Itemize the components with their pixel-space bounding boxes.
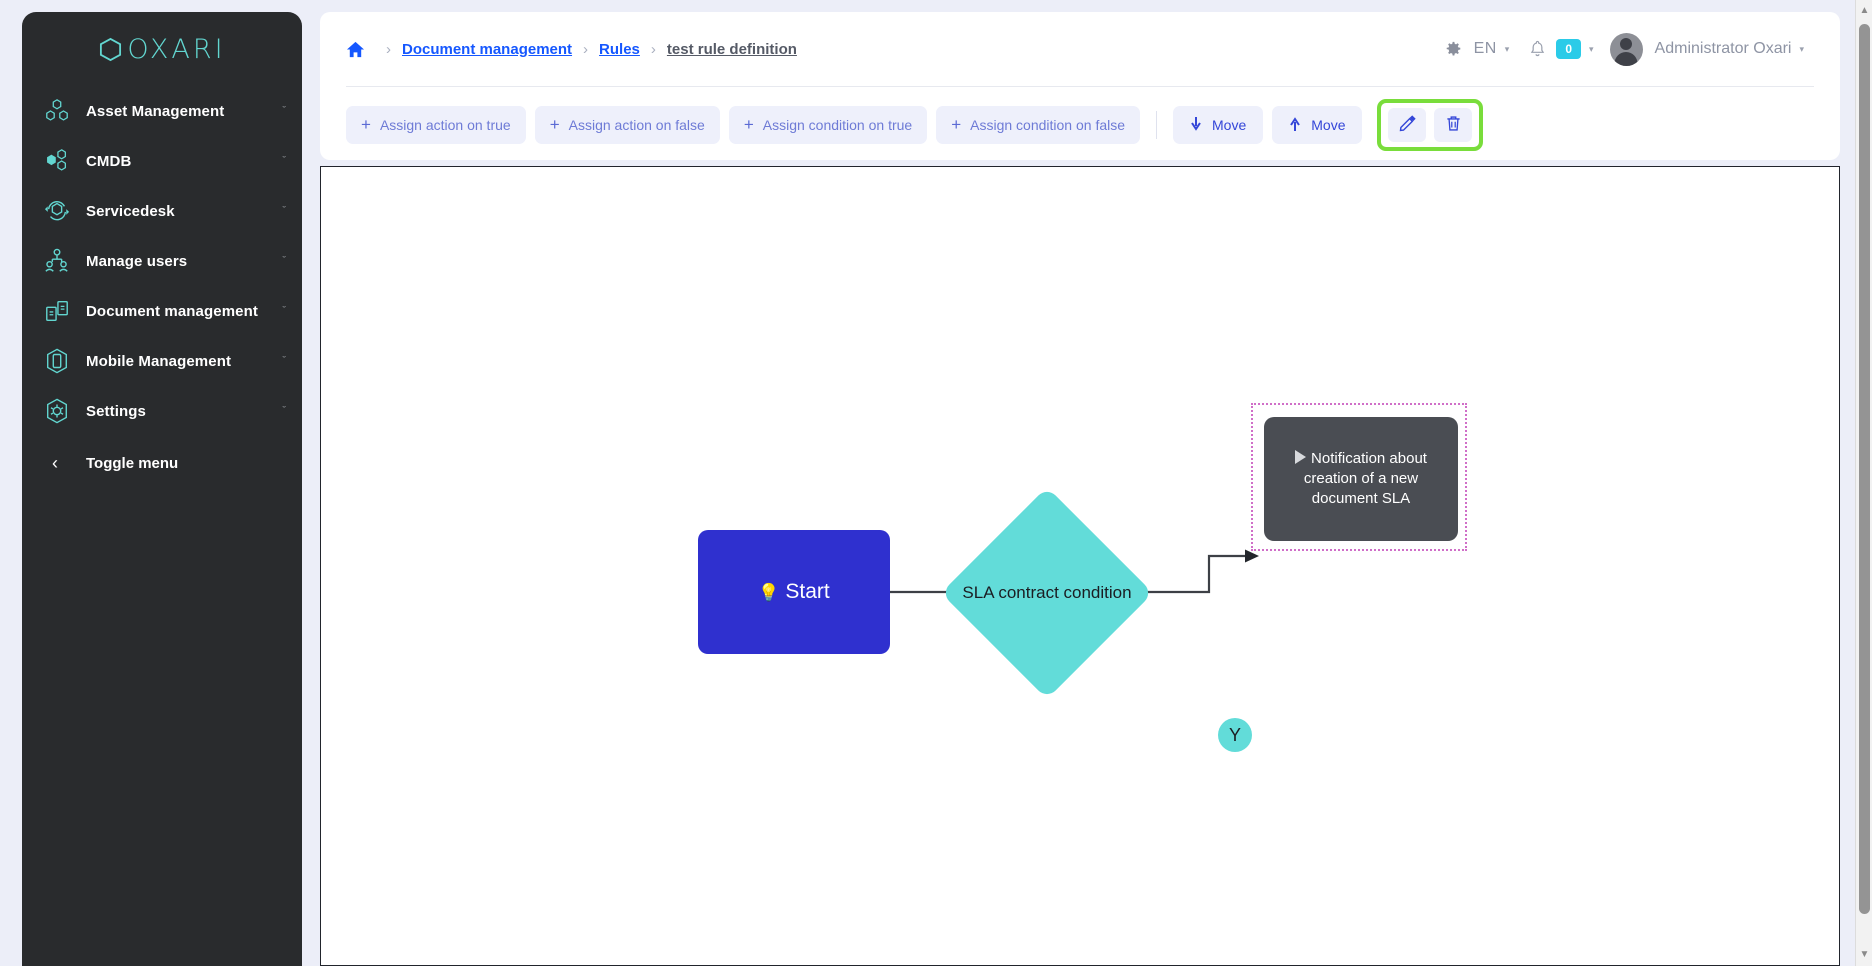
chevron-down-icon[interactable]: ▾: [1799, 43, 1804, 54]
assign-action-on-false-button[interactable]: + Assign action on false: [534, 106, 720, 144]
chevron-down-icon: ˇ: [282, 254, 286, 267]
gear-icon[interactable]: [1445, 41, 1462, 58]
lightbulb-icon: 💡: [758, 582, 780, 602]
chevron-down-icon: ˇ: [282, 304, 286, 317]
chevron-down-icon: ˇ: [282, 204, 286, 217]
sidebar-item-label: Asset Management: [86, 102, 225, 120]
breadcrumb-separator: ›: [583, 40, 589, 58]
diagram-node-action-selection: Notification about creation of a new doc…: [1251, 403, 1467, 551]
trash-icon: [1445, 115, 1462, 135]
language-selector-label[interactable]: EN: [1473, 40, 1497, 57]
sidebar-item-manage-users[interactable]: Manage users ˇ: [22, 236, 302, 286]
button-label: Assign condition on true: [762, 117, 913, 133]
bell-icon[interactable]: [1529, 40, 1546, 58]
header-divider: [346, 86, 1814, 87]
node-label: 💡 Start: [758, 580, 830, 604]
breadcrumb-separator: ›: [650, 40, 656, 58]
edit-button[interactable]: [1388, 108, 1427, 142]
cmdb-icon: [40, 144, 74, 178]
sidebar-item-label: Settings: [86, 402, 146, 420]
page-scrollbar[interactable]: ▲ ▼: [1855, 0, 1872, 966]
breadcrumb-link-rules[interactable]: Rules: [599, 40, 640, 58]
scrollbar-thumb[interactable]: [1859, 24, 1870, 914]
sidebar-item-mobile-management[interactable]: Mobile Management ˇ: [22, 336, 302, 386]
breadcrumb-current-page: test rule definition: [666, 40, 797, 58]
sidebar-item-servicedesk[interactable]: Servicedesk ˇ: [22, 186, 302, 236]
pencil-icon: [1399, 115, 1416, 135]
sidebar-item-label: Manage users: [86, 252, 188, 270]
node-label-text: Notification about creation of a new doc…: [1303, 450, 1427, 507]
sidebar-item-label: Servicedesk: [86, 202, 175, 220]
toggle-menu-label: Toggle menu: [86, 454, 179, 472]
diagram-node-action[interactable]: Notification about creation of a new doc…: [1264, 417, 1458, 541]
chevron-down-icon[interactable]: ▾: [1589, 43, 1594, 54]
user-name-label[interactable]: Administrator Oxari: [1654, 40, 1792, 57]
delete-button[interactable]: [1434, 108, 1473, 142]
settings-icon: [40, 394, 74, 428]
sidebar-item-cmdb[interactable]: CMDB ˇ: [22, 136, 302, 186]
button-label: Assign action on false: [568, 117, 705, 133]
scroll-down-arrow-icon[interactable]: ▼: [1859, 949, 1870, 960]
asset-management-icon: [40, 94, 74, 128]
chevron-down-icon: ˇ: [282, 104, 286, 117]
button-label: Assign action on true: [379, 117, 511, 133]
header-actions: EN ▾ 0 ▾ Administrator Oxari ▾: [1445, 12, 1814, 86]
home-icon[interactable]: [346, 40, 365, 59]
breadcrumb-separator: ›: [386, 40, 391, 58]
sidebar-item-settings[interactable]: Settings ˇ: [22, 386, 302, 436]
toggle-menu-button[interactable]: ‹ Toggle menu: [22, 438, 302, 488]
assign-action-on-true-button[interactable]: + Assign action on true: [346, 106, 526, 144]
sidebar: OXARI Asset Management ˇ: [22, 12, 302, 966]
toolbar-divider: [1156, 111, 1158, 139]
document-management-icon: [40, 294, 74, 328]
move-down-button[interactable]: Move: [1173, 106, 1264, 144]
chevron-left-icon: ‹: [52, 452, 58, 473]
node-label-text: SLA contract condition: [962, 582, 1132, 602]
logo-wordmark: OXARI: [127, 33, 226, 65]
hexagon-logo-icon: [100, 37, 122, 61]
move-up-button[interactable]: Move: [1272, 106, 1363, 144]
edge-label-yes: Y: [1218, 718, 1252, 752]
chevron-down-icon: ˇ: [282, 404, 286, 417]
header-card: › Document management › Rules › test rul…: [320, 12, 1840, 160]
plus-icon: +: [549, 115, 560, 134]
breadcrumb-link-document-management[interactable]: Document management: [402, 40, 573, 58]
button-label: Move: [1311, 117, 1346, 133]
servicedesk-icon: [40, 194, 74, 228]
highlighted-icon-button-group: [1377, 99, 1484, 151]
avatar[interactable]: [1609, 32, 1643, 66]
arrow-up-icon: [1289, 116, 1301, 134]
manage-users-icon: [40, 244, 74, 278]
play-icon: [1295, 450, 1307, 465]
plus-icon: +: [361, 115, 371, 134]
notification-count-badge[interactable]: 0: [1556, 39, 1582, 59]
button-label: Assign condition on false: [970, 117, 1126, 133]
diagram-node-condition[interactable]: SLA contract condition: [940, 468, 1154, 718]
plus-icon: +: [951, 115, 962, 134]
logo-text: OXARI: [98, 34, 225, 65]
sidebar-item-label: CMDB: [86, 152, 132, 170]
sidebar-item-asset-management[interactable]: Asset Management ˇ: [22, 86, 302, 136]
app-logo[interactable]: OXARI: [22, 12, 302, 86]
chevron-down-icon: ˇ: [282, 154, 286, 167]
sidebar-item-document-management[interactable]: Document management ˇ: [22, 286, 302, 336]
diagram-node-start[interactable]: 💡 Start: [698, 530, 890, 654]
chevron-down-icon[interactable]: ▾: [1504, 43, 1510, 54]
breadcrumb: › Document management › Rules › test rul…: [346, 12, 797, 86]
plus-icon: +: [743, 115, 754, 134]
assign-condition-on-true-button[interactable]: + Assign condition on true: [728, 106, 928, 144]
rule-toolbar: + Assign action on true + Assign action …: [346, 96, 1484, 154]
mobile-management-icon: [40, 344, 74, 378]
arrow-down-icon: [1190, 116, 1202, 134]
assign-condition-on-false-button[interactable]: + Assign condition on false: [936, 106, 1141, 144]
scroll-up-arrow-icon[interactable]: ▲: [1859, 5, 1870, 16]
chevron-down-icon: ˇ: [282, 354, 286, 367]
rule-diagram-canvas[interactable]: 💡 Start SLA contract condition Y Notific…: [320, 166, 1840, 966]
sidebar-item-label: Document management: [86, 302, 258, 320]
node-label: Notification about creation of a new doc…: [1278, 449, 1444, 509]
sidebar-item-label: Mobile Management: [86, 352, 232, 370]
button-label: Move: [1212, 117, 1247, 133]
node-label-text: Start: [785, 580, 830, 603]
